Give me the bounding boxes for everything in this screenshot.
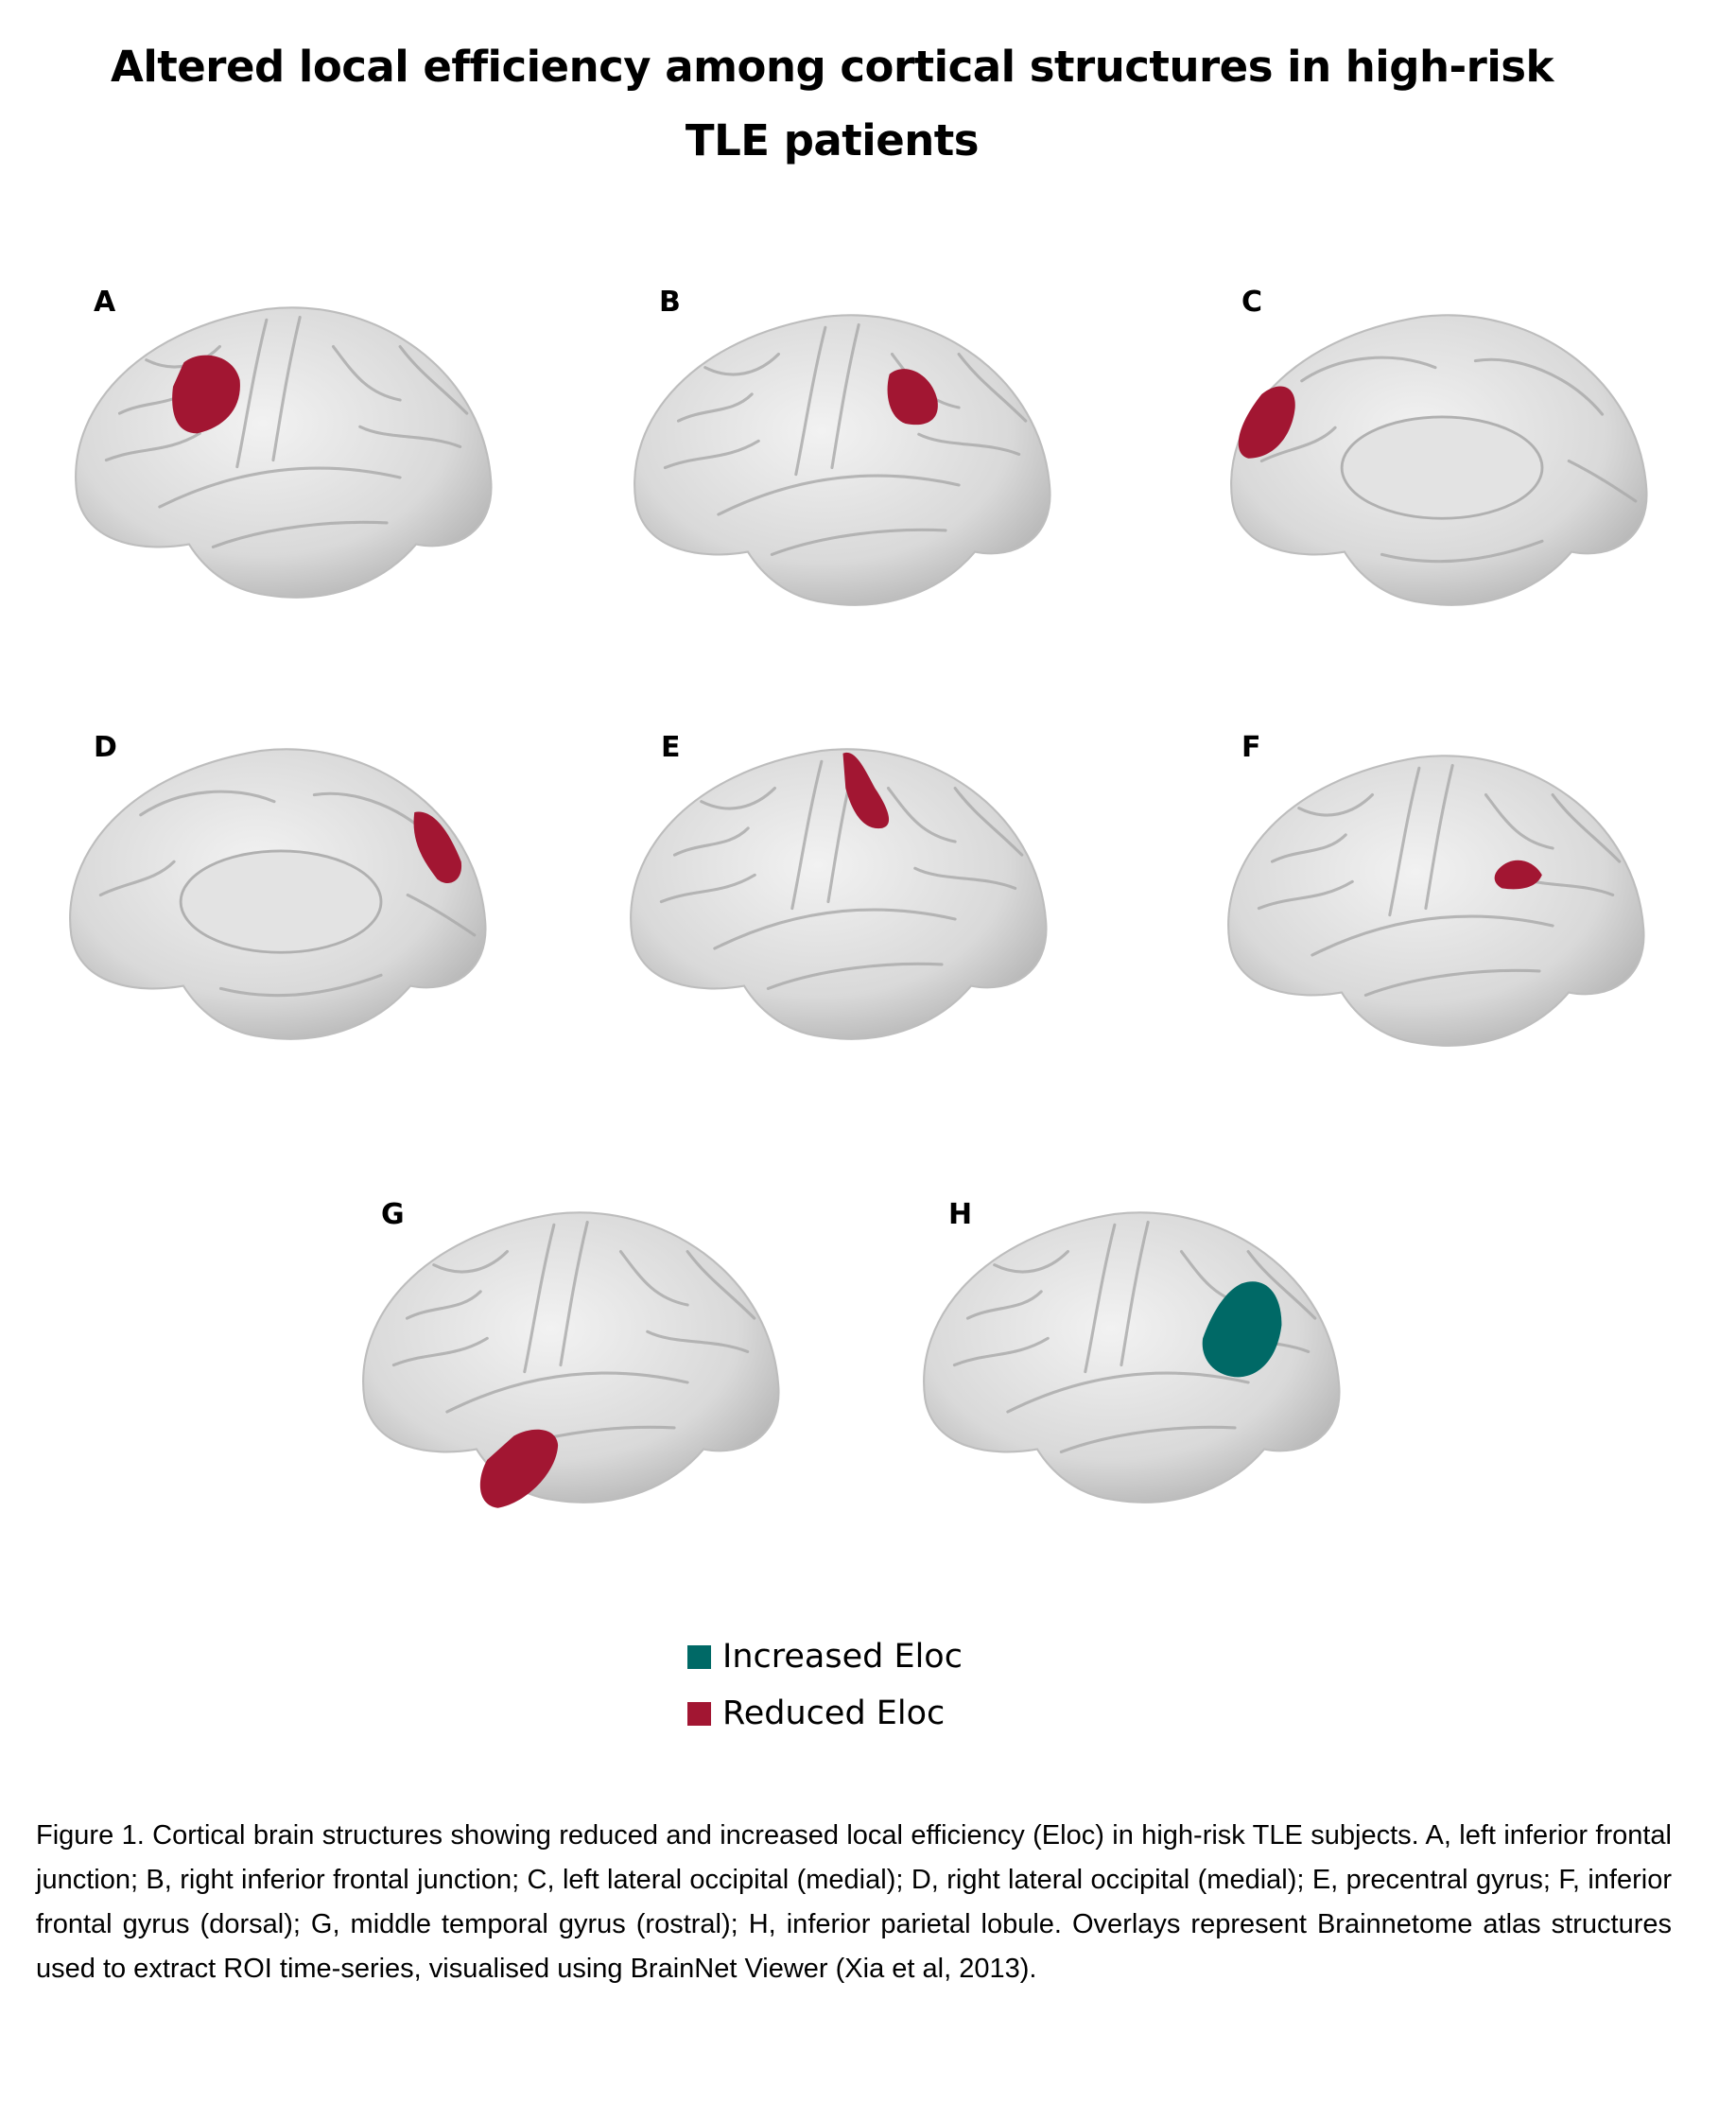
figure-title: Altered local efficiency among cortical … xyxy=(0,30,1664,178)
overlay-inferior-parietal-lobule xyxy=(1202,1281,1282,1378)
reduced-swatch xyxy=(687,1701,711,1726)
overlay-right-inferior-frontal-junction xyxy=(887,369,938,426)
panel-label-h: H xyxy=(948,1198,973,1231)
overlay-left-lateral-occipital xyxy=(1238,386,1295,459)
brain-panel-e xyxy=(621,735,1049,1049)
brain-panel-h xyxy=(914,1198,1342,1512)
brain-panel-g xyxy=(354,1198,781,1508)
overlay-left-inferior-frontal-junction xyxy=(172,355,240,434)
overlay-right-lateral-occipital xyxy=(413,811,462,883)
legend-label-reduced: Reduced Eloc xyxy=(722,1695,946,1732)
panel-label-g: G xyxy=(381,1198,405,1231)
title-line-1: Altered local efficiency among cortical … xyxy=(111,42,1554,92)
legend-item-increased: Increased Eloc xyxy=(687,1628,963,1685)
legend: Increased Eloc Reduced Eloc xyxy=(687,1628,963,1742)
brain-panel-a xyxy=(66,293,494,607)
legend-item-reduced: Reduced Eloc xyxy=(687,1685,963,1742)
brain-panel-b xyxy=(625,301,1052,615)
panel-label-d: D xyxy=(94,731,117,764)
panel-label-f: F xyxy=(1241,731,1261,764)
panel-label-a: A xyxy=(94,286,116,319)
legend-label-increased: Increased Eloc xyxy=(722,1638,963,1676)
brain-panel-f xyxy=(1219,741,1646,1055)
brain-panel-c xyxy=(1222,301,1649,615)
panel-label-c: C xyxy=(1241,286,1263,319)
brain-panel-d xyxy=(61,735,488,1049)
overlay-precentral-gyrus xyxy=(842,752,890,829)
increased-swatch xyxy=(687,1644,711,1669)
panel-label-e: E xyxy=(661,731,681,764)
title-line-2: TLE patients xyxy=(685,115,980,165)
overlay-middle-temporal-gyrus-rostral xyxy=(479,1429,559,1508)
figure-caption: Figure 1. Cortical brain structures show… xyxy=(36,1820,1672,1984)
overlay-inferior-frontal-gyrus-dorsal xyxy=(1494,860,1542,890)
panel-label-b: B xyxy=(659,286,681,319)
